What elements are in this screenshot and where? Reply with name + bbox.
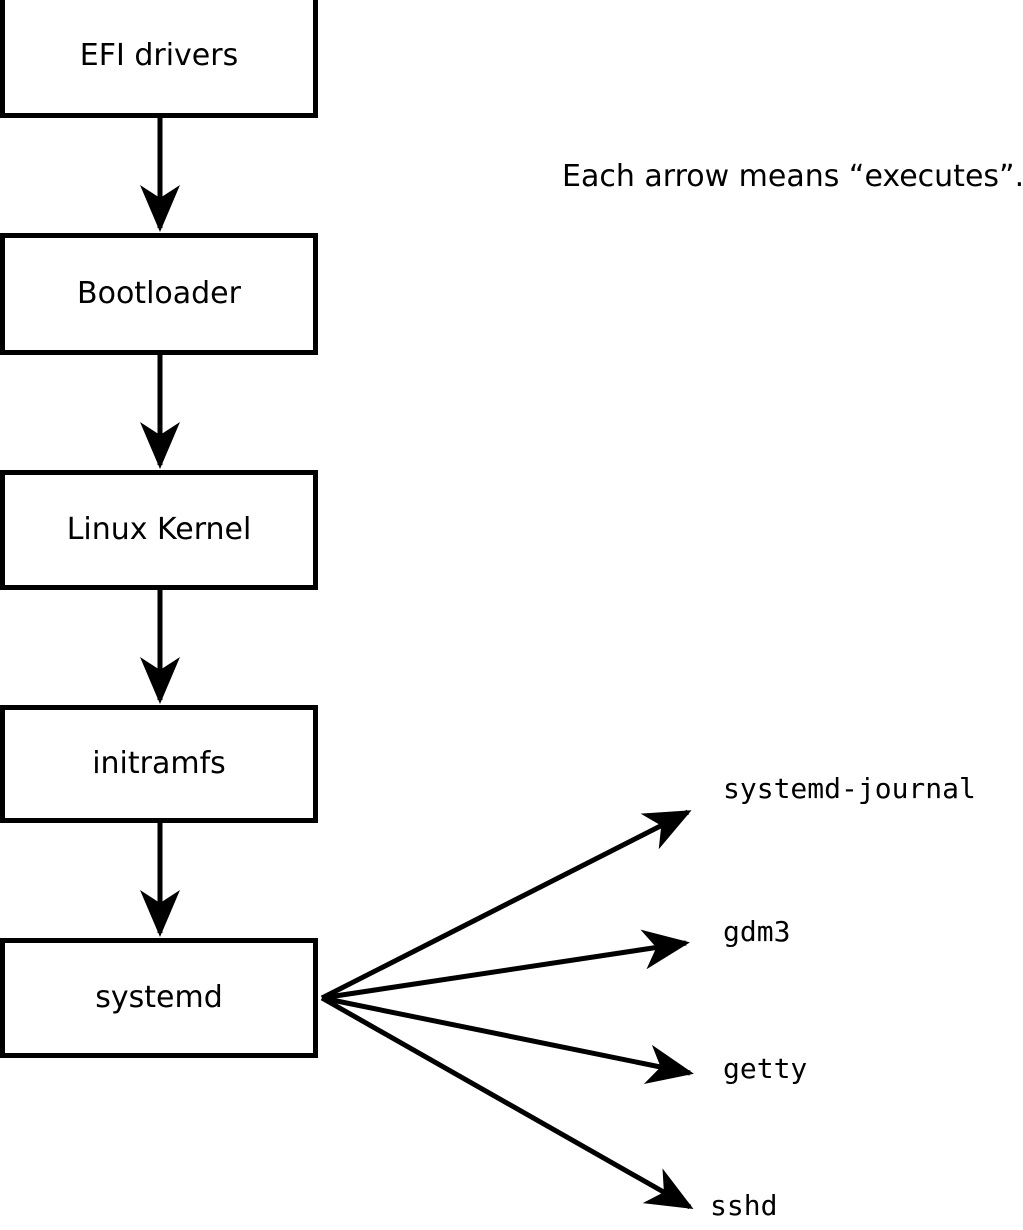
node-box-efi-drivers[interactable]: EFI drivers (0, 0, 318, 118)
service-label-systemd-journal: systemd-journal (723, 772, 976, 805)
node-box-systemd[interactable]: systemd (0, 938, 318, 1058)
service-label-getty: getty (723, 1052, 808, 1085)
node-label-systemd: systemd (95, 980, 223, 1015)
edge-systemd-to-getty (321, 995, 694, 1085)
service-label-gdm3: gdm3 (723, 915, 791, 948)
diagram-caption: Each arrow means “executes”. (562, 159, 1023, 194)
edge-systemd-to-gdm3 (321, 929, 690, 1001)
node-label-bootloader: Bootloader (77, 276, 241, 311)
edge-systemd-to-systemd-journal (320, 809, 692, 1001)
service-label-sshd: sshd (710, 1189, 778, 1222)
edge-systemd-to-sshd (320, 995, 694, 1210)
node-label-linux-kernel: Linux Kernel (66, 512, 252, 547)
node-box-initramfs[interactable]: initramfs (0, 705, 318, 823)
node-label-efi-drivers: EFI drivers (79, 38, 239, 73)
node-box-bootloader[interactable]: Bootloader (0, 233, 318, 355)
node-box-linux-kernel[interactable]: Linux Kernel (0, 470, 318, 590)
node-label-initramfs: initramfs (92, 746, 226, 781)
